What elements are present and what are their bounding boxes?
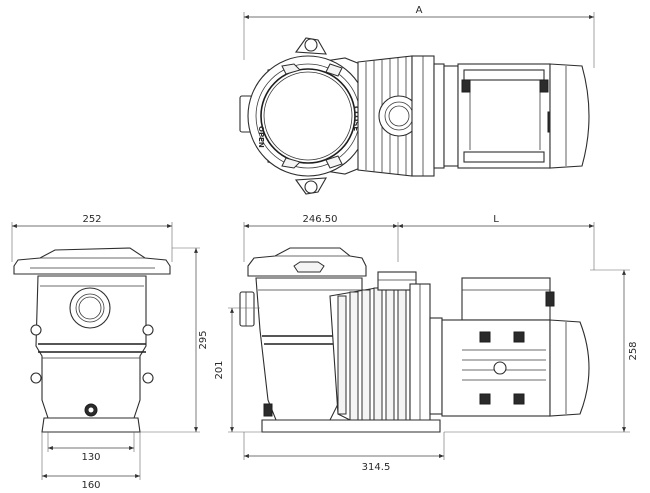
top-outlet-port xyxy=(378,95,420,137)
front-outlet xyxy=(377,271,417,291)
top-motor-fan-cover xyxy=(549,63,590,169)
side-lug-left xyxy=(30,324,42,336)
dimension-314-5-label: 314.5 xyxy=(362,462,391,473)
lid-close-label: CLOSE xyxy=(352,106,360,131)
front-fan-cover xyxy=(549,319,590,417)
dimension-130: 130 xyxy=(47,432,135,463)
side-lug-right-lower xyxy=(142,372,154,384)
side-lug-left-lower xyxy=(30,372,42,384)
top-lid: OPEN CLOSE xyxy=(247,55,369,177)
top-view: A OPEN CLOSE xyxy=(239,5,595,195)
side-view: 252 xyxy=(11,214,209,491)
lug-hole-upper xyxy=(304,38,318,52)
dimension-258: 258 xyxy=(444,269,639,433)
side-lid xyxy=(13,247,171,275)
side-lug-right xyxy=(142,324,154,336)
dimension-a-label: A xyxy=(416,5,423,16)
front-base xyxy=(261,419,441,433)
lug-hole-lower xyxy=(304,180,318,194)
dimension-258-label: 258 xyxy=(628,341,639,360)
side-drain-plug xyxy=(84,403,98,417)
dimension-295: 295 xyxy=(140,247,209,433)
front-volute-fins xyxy=(329,285,411,431)
dimension-252-label: 252 xyxy=(82,214,101,225)
front-terminal-box xyxy=(461,277,551,321)
dimension-l-label: L xyxy=(493,214,499,225)
dimension-252: 252 xyxy=(11,214,173,262)
front-flange xyxy=(409,283,443,431)
lid-open-label: OPEN xyxy=(257,126,265,148)
side-base xyxy=(41,417,141,433)
front-view: 246.50 L xyxy=(214,214,639,473)
front-drain-plug xyxy=(263,403,273,417)
top-motor xyxy=(457,63,590,169)
dimension-160: 160 xyxy=(41,432,141,491)
front-lid-knob xyxy=(293,261,325,273)
dimension-130-label: 130 xyxy=(81,452,100,463)
top-flange xyxy=(411,55,459,177)
top-terminal-box-b xyxy=(539,79,549,93)
dimension-246-50: 246.50 xyxy=(243,214,399,262)
dimension-201-label: 201 xyxy=(214,360,225,379)
dimension-a: A xyxy=(243,5,595,68)
front-motor xyxy=(441,277,590,417)
side-inlet-port xyxy=(69,287,111,329)
dimension-l: L xyxy=(398,214,595,270)
front-inlet-stub xyxy=(239,291,255,327)
top-terminal-box-a xyxy=(461,79,471,93)
dimension-201: 201 xyxy=(214,307,262,433)
front-capacitor xyxy=(545,291,555,307)
dimension-295-label: 295 xyxy=(198,330,209,349)
dimension-314-5: 314.5 xyxy=(243,432,445,473)
dimension-246-50-label: 246.50 xyxy=(303,214,338,225)
dimension-160-label: 160 xyxy=(81,480,100,491)
